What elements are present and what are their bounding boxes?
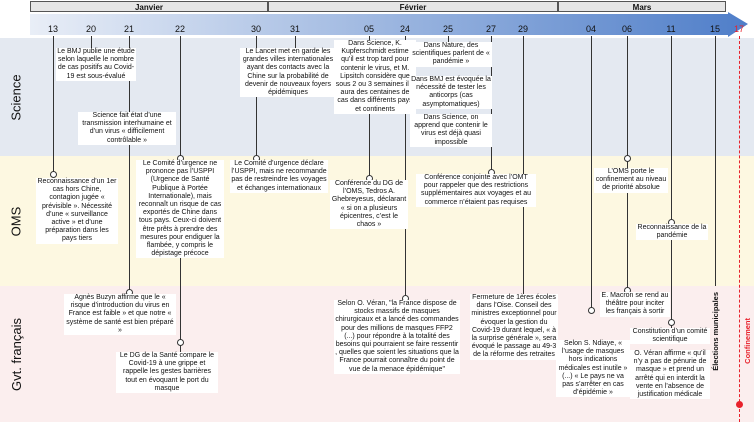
science-note-25b: Dans BMJ est évoquée la nécessité de tes…	[410, 76, 492, 109]
connector-11	[671, 36, 672, 342]
connector-04	[591, 36, 592, 310]
date-05-feb: 05	[363, 24, 374, 34]
date-11: 11	[666, 24, 676, 34]
connector-06	[627, 36, 628, 290]
science-note-25c: Dans Science, on apprend que contenir le…	[410, 114, 492, 147]
date-30: 30	[250, 24, 261, 34]
gvt-note-29: Fermeture de 1ères écoles dans l’Oise. C…	[470, 294, 558, 360]
gvt-note-15: Élections municipales	[711, 292, 720, 371]
oms-note-30: Le Comité d’urgence déclare l’USPPI, mai…	[230, 160, 328, 193]
gvt-note-04: Selon S. Ndiaye, « l’usage de masques ho…	[556, 340, 630, 398]
date-31: 31	[289, 24, 300, 34]
connector-13	[53, 36, 54, 174]
month-january: Janvier	[30, 1, 268, 12]
date-17: 17	[733, 24, 744, 34]
gvt-note-22: Le DG de la Santé compare le Covid-19 à …	[116, 352, 218, 394]
date-24: 24	[399, 24, 410, 34]
oms-note-05: Conférence du DG de l’OMS, Tedros A. Ghe…	[330, 180, 408, 230]
date-27: 27	[485, 24, 496, 34]
band-label-science: Science	[8, 73, 24, 121]
dot-17	[736, 401, 743, 408]
connector-05	[369, 36, 370, 224]
date-29: 29	[517, 24, 528, 34]
oms-note-27: Conférence conjointe avec l’OMT pour rap…	[416, 174, 536, 207]
dot-11-gvt	[668, 319, 675, 326]
band-label-oms: OMS	[8, 206, 24, 236]
science-note-31: Le Lancet met en garde les grandes ville…	[240, 48, 336, 98]
dot-06-oms	[624, 155, 631, 162]
date-25: 25	[442, 24, 453, 34]
gvt-note-21: Agnès Buzyn affirme que le « risque d’in…	[64, 294, 176, 336]
band-label-gvt: Gvt. français	[8, 317, 24, 391]
connector-21	[129, 36, 130, 312]
gvt-note-17: Confinement	[743, 318, 752, 364]
connector-30	[256, 36, 257, 178]
date-06: 06	[621, 24, 632, 34]
dot-22-gvt	[177, 339, 184, 346]
timeline-arrow	[30, 12, 748, 37]
date-22: 22	[174, 24, 185, 34]
date-13: 13	[47, 24, 58, 34]
gvt-note-11: Constitution d’un comité scientifique	[630, 328, 710, 345]
connector-29	[523, 36, 524, 298]
science-note-05: Dans Science, K. Kupferschmidt estime qu…	[334, 40, 416, 114]
science-note-21: Science fait état d’une transmission int…	[78, 112, 176, 145]
month-march: Mars	[558, 1, 726, 12]
science-note-20: Le BMJ publie une étude selon laquelle l…	[56, 48, 136, 81]
dot-04-gvt	[588, 307, 595, 314]
dot-13	[50, 171, 57, 178]
gvt-note-11b: O. Véran affirme « qu’il n’y a pas de pé…	[630, 350, 710, 400]
date-15: 15	[709, 24, 720, 34]
oms-note-06: L’OMS porte le confinement au niveau de …	[594, 168, 668, 193]
date-20: 20	[85, 24, 96, 34]
science-note-25a: Dans Nature, des scientifiques parlent d…	[410, 42, 492, 67]
connector-20	[91, 36, 92, 50]
connector-15	[715, 36, 716, 286]
month-february: Février	[268, 1, 558, 12]
gvt-note-24: Selon O. Véran, "la France dispose de st…	[334, 300, 460, 374]
date-21: 21	[123, 24, 134, 34]
connector-31	[295, 36, 296, 50]
oms-note-11: Reconnaissance de la pandémie	[636, 224, 708, 241]
date-04: 04	[585, 24, 596, 34]
oms-note-22: Le Comité d’urgence ne prononce pas l’US…	[136, 160, 224, 259]
connector-17	[739, 36, 740, 422]
oms-note-13: Reconnaissance d’un 1er cas hors Chine, …	[36, 178, 118, 244]
gvt-note-06: E. Macron se rend au théâtre pour incite…	[600, 292, 670, 317]
connector-24	[405, 36, 406, 298]
